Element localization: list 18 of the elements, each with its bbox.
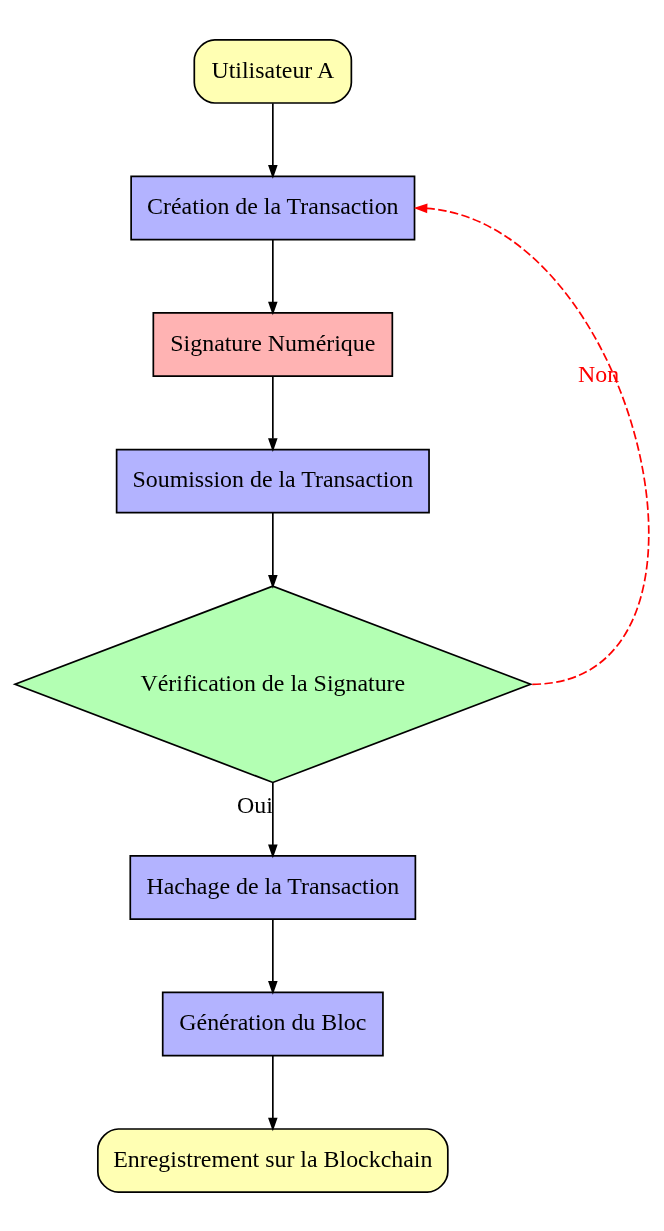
- arrow: [413, 203, 649, 685]
- node-box: Utilisateur A: [193, 38, 353, 104]
- arrow: [268, 781, 278, 858]
- edge-label: Oui: [236, 791, 273, 818]
- node-box: Création de la Transaction: [130, 175, 416, 240]
- node-box: Enregistrement sur la Blockchain: [97, 1127, 449, 1193]
- node-box: Hachage de la Transaction: [129, 854, 417, 920]
- node-diamond: Vérification de la Signature: [12, 584, 533, 783]
- node-box: Soumission de la Transaction: [115, 448, 430, 514]
- arrow: [268, 918, 278, 995]
- arrow: [268, 375, 278, 452]
- arrow: [268, 1054, 278, 1131]
- node-box: Signature Numérique: [152, 311, 394, 377]
- arrow: [268, 102, 278, 179]
- arrow: [268, 511, 278, 589]
- node-box: Génération du Bloc: [161, 991, 384, 1056]
- arrow: [268, 238, 278, 315]
- edge-label: Non: [578, 360, 620, 387]
